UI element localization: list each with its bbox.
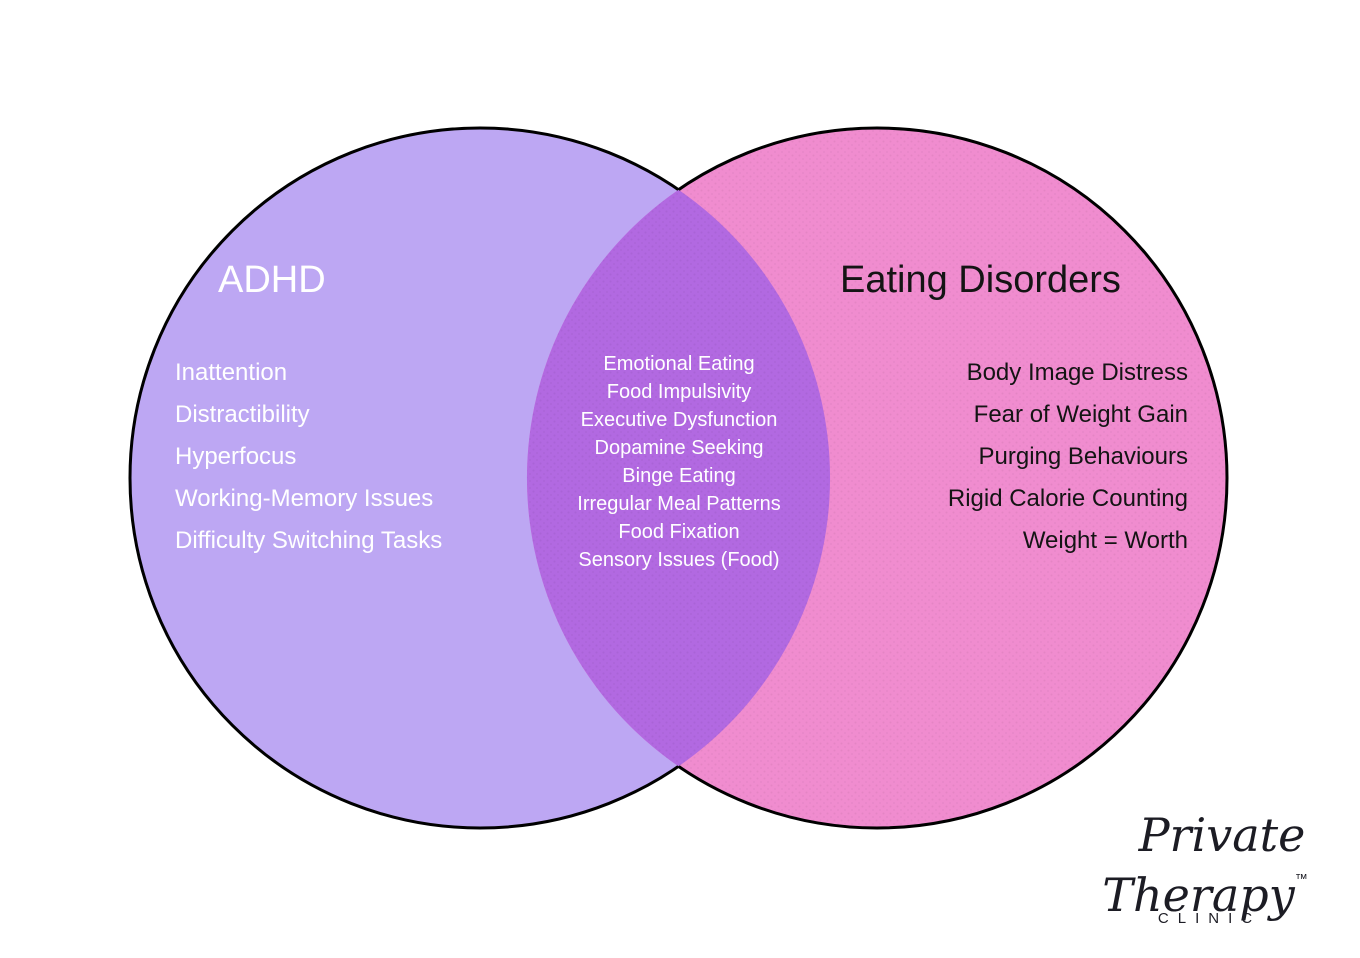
adhd-trait-item: Distractibility <box>175 401 310 428</box>
trademark-symbol: ™ <box>1294 871 1308 886</box>
adhd-trait-item: Working-Memory Issues <box>175 485 434 512</box>
eating-disorders-title: Eating Disorders <box>840 259 1121 301</box>
overlap-trait-item: Food Fixation <box>618 521 740 543</box>
eating-disorders-trait-item: Body Image Distress <box>966 359 1188 386</box>
overlap-trait-item: Irregular Meal Patterns <box>577 493 781 515</box>
private-therapy-clinic-logo: Private Therapy™ CLINIC <box>1072 812 1338 927</box>
adhd-trait-item: Inattention <box>175 359 288 386</box>
overlap-trait-item: Food Impulsivity <box>606 381 752 403</box>
logo-subtext-clinic: CLINIC <box>1157 910 1262 927</box>
adhd-trait-item: Difficulty Switching Tasks <box>175 527 443 554</box>
eating-disorders-trait-item: Rigid Calorie Counting <box>947 485 1188 512</box>
adhd-circle-outline <box>128 126 832 830</box>
overlap-trait-item: Emotional Eating <box>603 353 755 375</box>
overlap-trait-item: Dopamine Seeking <box>594 437 764 459</box>
overlap-trait-item: Binge Eating <box>622 465 736 487</box>
overlap-lens-texture <box>526 189 831 767</box>
eating-disorders-trait-item: Weight = Worth <box>1022 527 1188 554</box>
logo-word-private: Private <box>1138 808 1306 862</box>
adhd-title: ADHD <box>218 259 326 301</box>
overlap-trait-item: Sensory Issues (Food) <box>578 549 780 571</box>
logo-word-therapy: Therapy™ <box>1102 868 1308 922</box>
eating-disorders-trait-item: Fear of Weight Gain <box>973 401 1188 428</box>
overlap-trait-item: Executive Dysfunction <box>580 409 778 431</box>
eating-disorders-trait-item: Purging Behaviours <box>978 443 1188 470</box>
adhd-trait-item: Hyperfocus <box>175 443 297 470</box>
eating-disorders-circle-outline <box>525 126 1229 830</box>
